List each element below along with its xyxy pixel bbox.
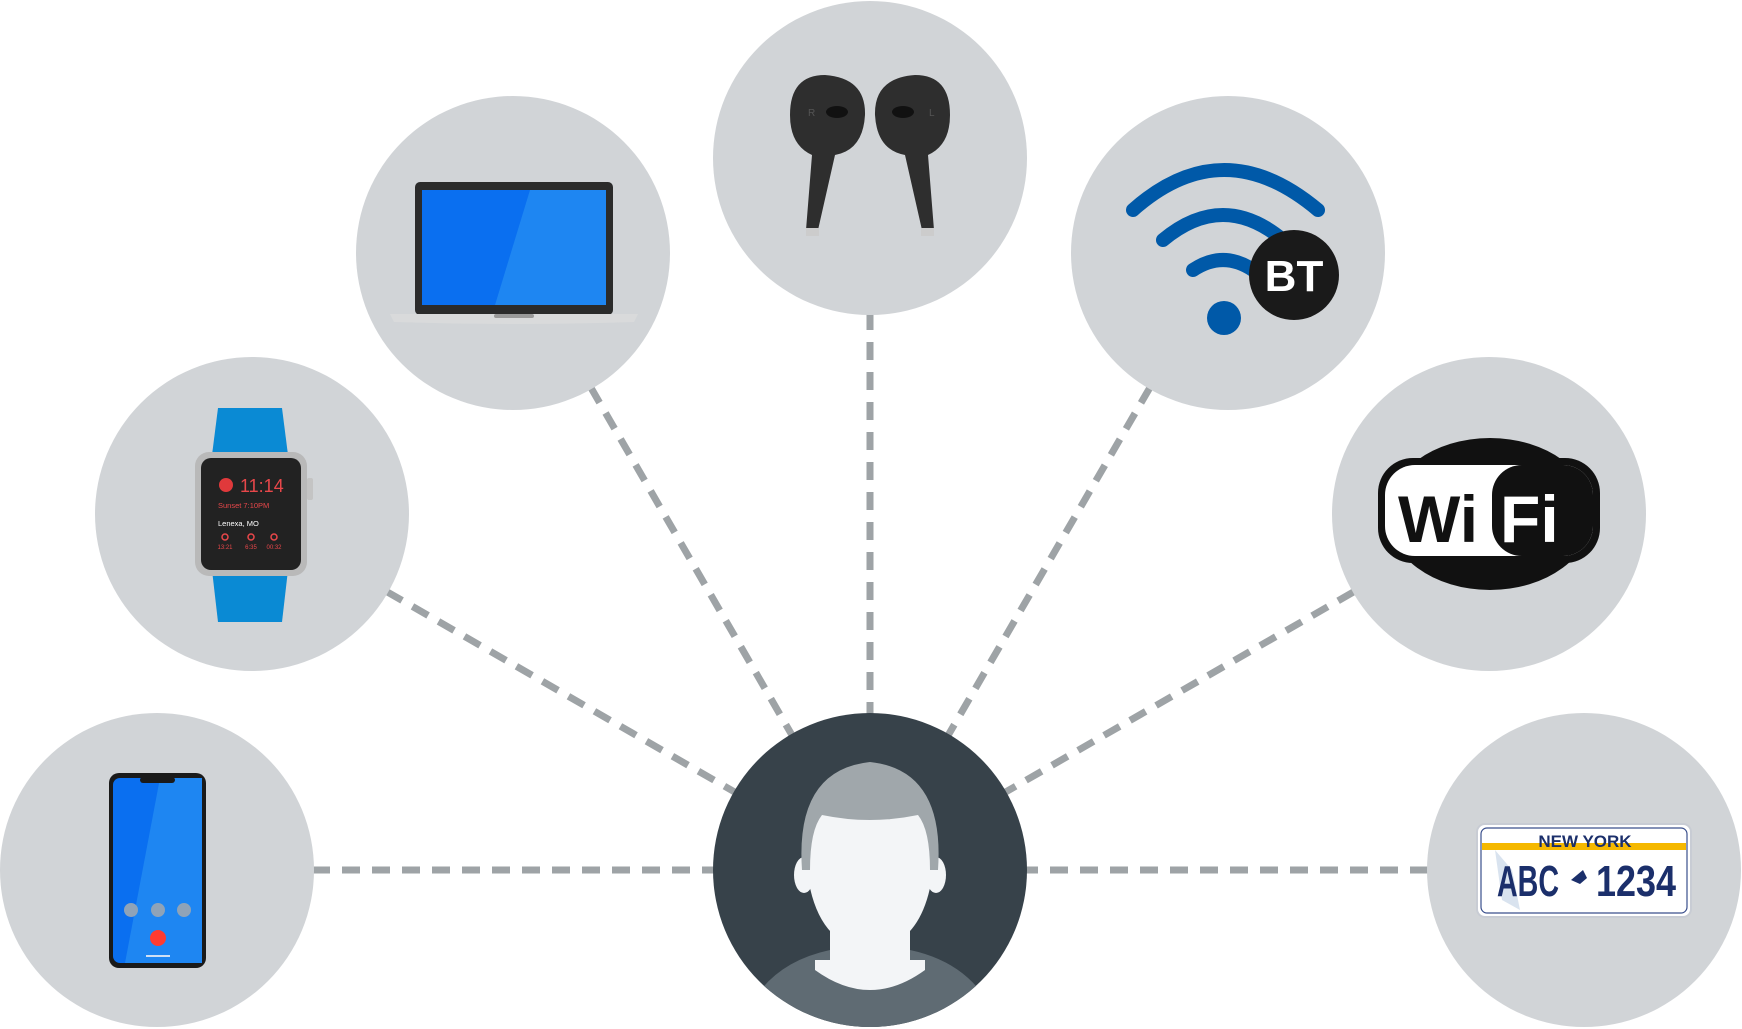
earbud-left-label: L [929, 108, 935, 119]
earbuds-node [713, 1, 1027, 315]
wifi-fi: Fi [1500, 482, 1559, 556]
wifi-logo-icon: Wi Fi [1378, 438, 1600, 590]
signal-dot [1207, 301, 1241, 335]
user-node [713, 713, 1027, 1027]
timer-icon [270, 533, 278, 541]
plate-state: NEW YORK [1538, 832, 1632, 851]
wifi-wi: Wi [1398, 482, 1478, 556]
bt-label: BT [1265, 252, 1324, 301]
bluetooth-node [1071, 96, 1385, 410]
watch-location: Lenexa, MO [218, 519, 259, 528]
stopwatch-icon [221, 533, 229, 541]
plate-number-left: ABC [1497, 857, 1559, 906]
ny-state-icon [1571, 870, 1587, 884]
smartwatch-icon: 11:14 Sunset 7:10PM Lenexa, MO 13:21 6:3… [195, 408, 313, 622]
user-avatar-icon [740, 762, 1000, 1027]
watch-timer-1: 13:21 [217, 545, 233, 551]
watch-time: 11:14 [240, 476, 284, 496]
earbud-right-label: R [808, 108, 815, 119]
plate-number-right: 1234 [1596, 857, 1676, 906]
wireless-signal-icon [1126, 163, 1325, 277]
watch-sunset: Sunset 7:10PM [218, 501, 269, 510]
laptop-icon [390, 182, 638, 324]
smartphone-icon [109, 773, 206, 968]
bluetooth-badge: BT [1249, 230, 1339, 320]
earbuds-icon: R L [790, 75, 950, 236]
license-plate-icon: NEW YORK ABC 1234 [1476, 823, 1692, 918]
watch-timer-2: 6:35 [245, 545, 257, 551]
sun-icon [219, 478, 233, 492]
alarm-icon [247, 533, 255, 541]
watch-timer-3: 00:32 [266, 545, 282, 551]
